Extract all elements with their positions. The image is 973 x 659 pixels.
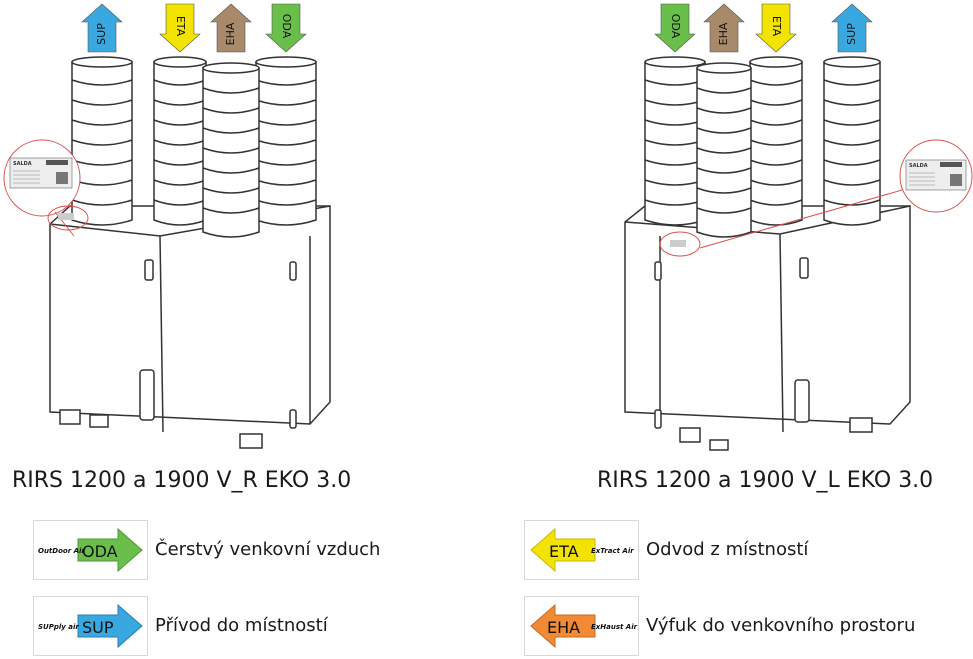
- right-eha-arrow-label: EHA: [717, 22, 730, 45]
- right-eha-arrow-icon: [703, 3, 745, 53]
- legend-eta-box: ETA ExTract Air: [524, 520, 639, 580]
- legend-sup-box: SUPply air SUP: [33, 596, 148, 656]
- left-unit: SALDA SUP ETA EHA ODA: [3, 3, 331, 449]
- legend-eha-text: Výfuk do venkovního prostoru: [646, 615, 916, 636]
- units-drawing: SALDA SUP ETA EHA ODA: [3, 3, 973, 451]
- right-unit-caption: RIRS 1200 a 1900 V_L EKO 3.0: [597, 468, 934, 493]
- left-unit-caption: RIRS 1200 a 1900 V_R EKO 3.0: [12, 468, 352, 493]
- left-eta-arrow-label: ETA: [174, 16, 187, 37]
- left-eha-arrow-icon: [210, 3, 252, 53]
- legend-oda-box: OutDoor Air ODA: [33, 520, 148, 580]
- left-eta-arrow-icon: [159, 3, 201, 53]
- right-ducts: [644, 56, 881, 238]
- legend-sup-text: Přívod do místností: [155, 615, 328, 636]
- right-sup-arrow-label: SUP: [845, 23, 858, 45]
- legend-eta-tag: ExTract Air: [591, 547, 634, 555]
- sup-arrow-icon: [77, 603, 143, 649]
- right-cabinet: [624, 205, 911, 451]
- legend-eha-box: EHA ExHaust Air: [524, 596, 639, 656]
- left-ducts: [71, 56, 317, 238]
- left-sup-arrow-label: SUP: [95, 23, 108, 45]
- legend-oda-code: ODA: [82, 542, 118, 561]
- right-label-callout: SALDA: [659, 139, 973, 257]
- right-sup-arrow-icon: [831, 3, 873, 53]
- right-arrows: ODA EHA ETA SUP: [654, 3, 873, 53]
- oda-arrow-icon: [77, 527, 143, 573]
- left-oda-arrow-icon: [265, 3, 307, 53]
- left-label-brand: SALDA: [13, 161, 32, 167]
- legend-eta-text: Odvod z místností: [646, 539, 809, 560]
- right-label-brand: SALDA: [909, 163, 928, 169]
- left-sup-arrow-icon: [81, 3, 123, 53]
- legend-eha-code: EHA: [547, 618, 580, 637]
- left-label-callout: SALDA: [3, 139, 89, 237]
- right-eta-arrow-icon: [755, 3, 797, 53]
- eta-arrow-icon: [530, 527, 596, 573]
- legend-oda-tag: OutDoor Air: [38, 547, 85, 555]
- left-cabinet: [49, 205, 331, 449]
- left-eha-arrow-label: EHA: [224, 22, 237, 45]
- legend-oda-text: Čerstvý venkovní vzduch: [155, 539, 381, 560]
- legend-eta-code: ETA: [549, 542, 579, 561]
- right-oda-arrow-icon: [654, 3, 696, 53]
- legend-sup-tag: SUPply air: [38, 623, 79, 631]
- legend-eha-tag: ExHaust Air: [591, 623, 638, 631]
- left-arrows: SUP ETA EHA ODA: [81, 3, 307, 53]
- right-unit: SALDA ODA EHA ETA SUP: [624, 3, 973, 451]
- right-eta-arrow-label: ETA: [770, 16, 783, 37]
- left-oda-arrow-label: ODA: [280, 14, 293, 39]
- eha-arrow-icon: [530, 603, 596, 649]
- right-oda-arrow-label: ODA: [669, 14, 682, 39]
- legend-sup-code: SUP: [82, 618, 114, 637]
